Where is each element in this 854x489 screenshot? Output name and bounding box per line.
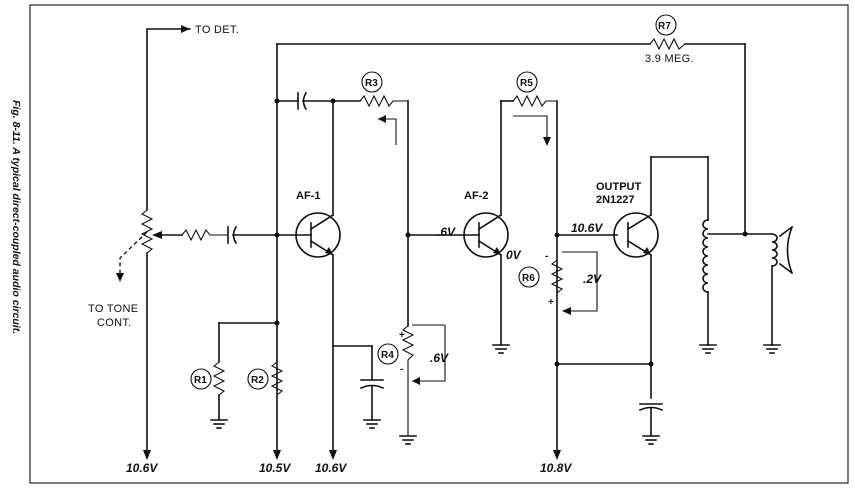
speaker xyxy=(763,225,794,354)
r5-label: R5 xyxy=(520,78,533,89)
bias-resistors xyxy=(210,322,284,429)
r4-plus: + xyxy=(399,330,405,341)
volume-control xyxy=(116,25,191,460)
r7-label: R7 xyxy=(658,21,671,32)
voltage-r6-bottom: 10.8V xyxy=(540,461,572,475)
resistor-r7 xyxy=(649,37,686,51)
voltage-r2-bottom: 10.5V xyxy=(259,461,291,475)
voltage-af2-base: .6V xyxy=(437,225,456,239)
r6-label: R6 xyxy=(522,273,535,284)
transistor-af2 xyxy=(463,100,510,354)
voltage-af2-emitter: 0V xyxy=(506,248,522,262)
r4-label: R4 xyxy=(381,350,394,361)
r1-label: R1 xyxy=(194,375,207,386)
output-label-2: 2N1227 xyxy=(596,194,635,206)
r4-badge xyxy=(377,343,399,365)
r3-label: R3 xyxy=(365,78,378,89)
voltage-af1-collector: 10.6V xyxy=(315,461,347,475)
r2-badge xyxy=(247,368,269,390)
to-tone-label-2: CONT. xyxy=(97,317,132,329)
r7-value: 3.9 MEG. xyxy=(645,53,694,65)
r1-badge xyxy=(190,368,212,390)
voltage-r6: .2V xyxy=(583,272,602,286)
af1-bypass xyxy=(332,345,385,429)
r6-network xyxy=(550,251,598,315)
r6-badge xyxy=(518,266,540,288)
voltage-output-base: 10.6V xyxy=(571,221,603,235)
r6-minus: - xyxy=(545,251,548,262)
input-coupling xyxy=(181,225,297,245)
r7-badge xyxy=(655,14,677,36)
af1-label: AF-1 xyxy=(296,190,320,202)
af1-collector-line xyxy=(399,154,465,445)
r2-label: R2 xyxy=(251,375,264,386)
to-tone-label-1: TO TONE xyxy=(88,303,138,315)
figure-caption: Fig. 8-11. A typical direct-coupled audi… xyxy=(10,100,22,334)
r4-minus: - xyxy=(400,364,403,375)
r3-network xyxy=(276,91,409,216)
af2-label: AF-2 xyxy=(464,190,488,202)
voltage-r4: .6V xyxy=(430,351,449,365)
r5-badge xyxy=(516,71,538,93)
output-coil xyxy=(699,219,773,354)
r3-badge xyxy=(361,71,383,93)
voltage-left-bottom: 10.6V xyxy=(126,461,158,475)
r6-plus: + xyxy=(548,297,554,308)
to-det-label: TO DET. xyxy=(195,24,239,36)
output-label-1: OUTPUT xyxy=(596,181,642,193)
figure-frame xyxy=(29,4,849,484)
transistor-af1 xyxy=(295,212,341,460)
transistor-output xyxy=(556,156,709,445)
